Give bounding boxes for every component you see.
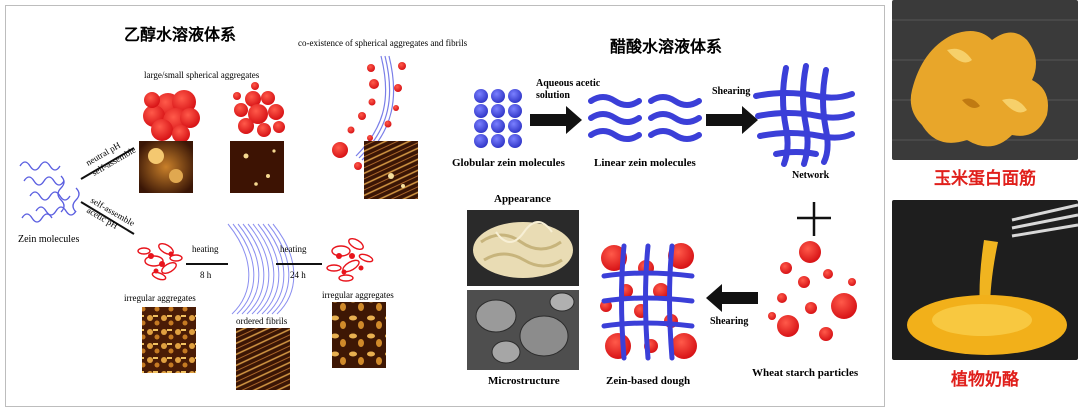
afm-irregular-aggregates-image-1 — [142, 307, 196, 373]
network-icon — [753, 63, 855, 167]
spherical-aggregates-label: large/small spherical aggregates — [144, 70, 260, 80]
plus-icon — [797, 202, 831, 236]
irregular-aggregates-label-2: irregular aggregates — [322, 290, 394, 300]
diagram-canvas: 乙醇水溶液体系 Zein molecules neutral pH self-a… — [18, 25, 859, 390]
arrow-aqueous-acetic — [530, 106, 582, 134]
dough-label: Zein-based dough — [606, 375, 690, 387]
small-spherical-aggregate-icon — [233, 82, 285, 137]
afm-coexistence-image — [364, 141, 418, 199]
appearance-label: Appearance — [494, 193, 551, 205]
globular-label: Globular zein molecules — [452, 157, 566, 169]
wheat-starch-particles-icon — [768, 241, 857, 341]
coexistence-spheres-icon — [332, 62, 406, 170]
large-spherical-aggregate-icon — [143, 90, 200, 143]
zein-molecules-label: Zein molecules — [18, 234, 79, 245]
ordered-fibrils-label: ordered fibrils — [236, 316, 288, 326]
plant-cheese-photo — [892, 200, 1078, 360]
zein-molecules-icon — [19, 161, 80, 223]
heating-label-2: heating — [280, 244, 307, 254]
time-label-24h: 24 h — [290, 270, 306, 280]
afm-ordered-fibrils-image — [236, 328, 290, 390]
globular-zein-molecules-icon — [474, 89, 522, 148]
linear-zein-molecules-icon — [588, 94, 702, 142]
corn-gluten-caption: 玉米蛋白面筋 — [934, 169, 1036, 189]
acetic-system-title: 醋酸水溶液体系 — [610, 37, 722, 56]
ethanol-system-title: 乙醇水溶液体系 — [124, 25, 236, 44]
irregular-aggregate-icon-1 — [137, 243, 183, 281]
microstructure-label: Microstructure — [488, 375, 560, 387]
branch-neutral-line — [80, 147, 135, 180]
arrow-shearing-2 — [706, 284, 758, 312]
irregular-aggregate-icon-2 — [326, 238, 374, 282]
shearing-label-1: Shearing — [712, 86, 750, 97]
afm-large-aggregates-image — [139, 141, 193, 193]
starch-label: Wheat starch particles — [752, 367, 859, 379]
time-label-8h: 8 h — [200, 270, 212, 280]
plant-cheese-caption: 植物奶酪 — [951, 370, 1019, 390]
arrow-shearing-1 — [706, 106, 758, 134]
heating-label-1: heating — [192, 244, 219, 254]
irregular-aggregates-label-1: irregular aggregates — [124, 293, 196, 303]
ordered-fibrils-icon — [227, 223, 295, 315]
network-label: Network — [792, 170, 830, 181]
aqueous-acetic-line2: solution — [536, 90, 570, 101]
corn-gluten-photo — [892, 0, 1078, 160]
coexistence-label: co-existence of spherical aggregates and… — [298, 38, 468, 48]
aqueous-acetic-line1: Aqueous acetic — [536, 78, 601, 89]
linear-label: Linear zein molecules — [594, 157, 697, 169]
diagram-panel: 乙醇水溶液体系 Zein molecules neutral pH self-a… — [5, 5, 885, 407]
afm-irregular-aggregates-image-2 — [332, 302, 386, 368]
branch-acetic-line — [80, 201, 135, 235]
zein-dough-network-icon — [601, 243, 695, 361]
shearing-label-2: Shearing — [710, 316, 748, 327]
